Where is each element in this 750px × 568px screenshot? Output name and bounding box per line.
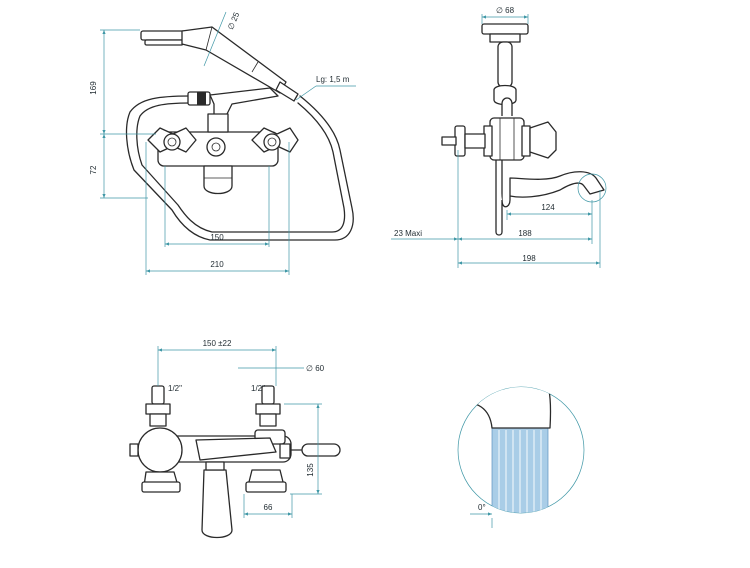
detail-view: 0° (457, 386, 585, 528)
dim-198: 198 (522, 254, 536, 263)
dim-210: 210 (210, 260, 224, 269)
spout-front (203, 165, 233, 195)
mixer-view: 150 ±22 ∅ 60 1/2" 1/2" 135 66 (129, 339, 341, 539)
dim-diameter-25: ∅ 25 (226, 10, 241, 31)
dim-135: 135 (306, 463, 315, 477)
dim-angle-0: 0° (478, 503, 486, 512)
mixer-spout (201, 469, 233, 539)
dim-150-22: 150 ±22 (203, 339, 232, 348)
front-view: 169 72 ∅ 25 Lg: 1,5 m 150 210 (89, 10, 356, 275)
right-cross-handle (251, 127, 299, 153)
dim-23-maxi: 23 Maxi (394, 229, 422, 238)
shower-handle (181, 26, 287, 94)
side-view: ∅ 68 124 23 Maxi 188 198 (391, 6, 607, 268)
diverter-knob (206, 137, 226, 157)
left-inlet (151, 385, 165, 405)
side-shower-head (481, 23, 529, 35)
hose-loop-inner (136, 102, 346, 233)
dim-half-inch-left: 1/2" (168, 384, 182, 393)
dim-diameter-68: ∅ 68 (496, 6, 515, 15)
dim-half-inch-right: 1/2" (251, 384, 265, 393)
hose-loop (125, 95, 354, 241)
side-body (489, 117, 525, 161)
dim-124: 124 (541, 203, 555, 212)
dim-diameter-60: ∅ 60 (306, 364, 325, 373)
dim-150-top: 150 (210, 233, 224, 242)
detail-spout-tip (459, 387, 552, 429)
shower-holder-arm (209, 87, 279, 117)
dim-188: 188 (518, 229, 532, 238)
dim-169: 169 (89, 81, 98, 95)
dim-hose-length: Lg: 1,5 m (316, 75, 350, 84)
left-knob (137, 427, 183, 473)
left-cross-handle (147, 127, 197, 153)
shower-head (140, 30, 188, 41)
dim-72: 72 (89, 165, 98, 174)
dim-66: 66 (264, 503, 273, 512)
side-spout (501, 160, 605, 208)
